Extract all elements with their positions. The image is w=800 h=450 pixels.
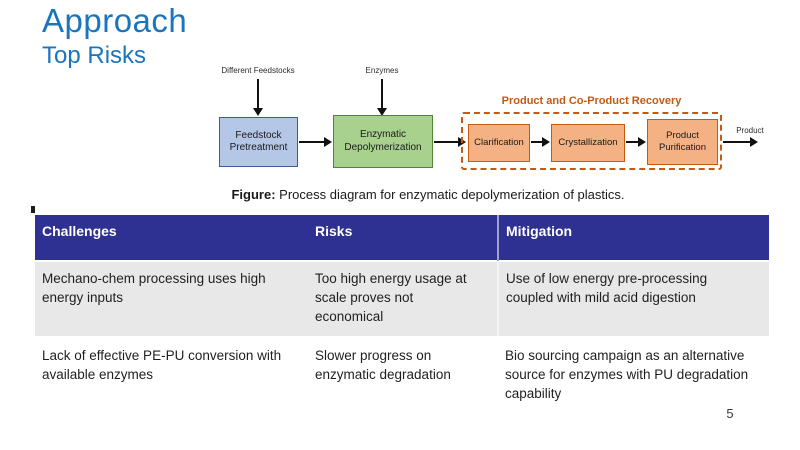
figure-caption-prefix: Figure: [231,187,276,202]
page-number: 5 [726,406,734,421]
arrow-down-enzymes-icon [377,79,387,116]
arrow-to-product-icon [723,137,758,147]
risks-table: Challenges Risks Mitigation Mechano-chem… [35,215,769,412]
figure-caption-text: Process diagram for enzymatic depolymeri… [275,187,625,202]
stray-mark [31,206,35,213]
page-subtitle: Top Risks [42,42,147,69]
cell-challenge-1: Mechano-chem processing uses high energy… [35,260,308,339]
box-feedstock-pretreatment: Feedstock Pretreatment [219,117,298,167]
table-header-row: Challenges Risks Mitigation [35,215,769,261]
arrow-crystallization-to-purification-icon [626,137,646,147]
cell-mitigation-1: Use of low energy pre-processing coupled… [497,260,769,339]
table-row: Mechano-chem processing uses high energy… [35,260,769,339]
output-label-product: Product [736,126,764,135]
cell-mitigation-2: Bio sourcing campaign as an alternative … [505,347,749,401]
table-header-challenges: Challenges [35,215,308,261]
box-crystallization: Crystallization [551,124,625,162]
table-row: Lack of effective PE-PU conversion with … [35,337,769,412]
cell-risk-2: Slower progress on enzymatic degradation [315,347,451,382]
figure-caption: Figure: Process diagram for enzymatic de… [58,187,798,202]
recovery-group-outline [461,112,722,170]
arrow-depolymerization-to-clarification-icon [434,137,466,147]
box-enzymatic-depolymerization: Enzymatic Depolymerization [333,115,433,168]
arrow-pretreatment-to-depolymerization-icon [299,137,332,147]
box-product-purification: Product Purification [647,119,718,165]
recovery-group-label: Product and Co-Product Recovery [501,95,682,107]
page-title: Approach [42,2,188,39]
box-clarification: Clarification [468,124,530,162]
table-header-mitigation: Mitigation [497,215,769,261]
cell-challenge-2: Lack of effective PE-PU conversion with … [42,347,282,382]
arrow-down-feedstocks-icon [253,79,263,116]
table-header-risks: Risks [308,215,498,261]
input-label-feedstocks: Different Feedstocks [221,66,295,75]
cell-risk-1: Too high energy usage at scale proves no… [308,260,498,339]
arrow-clarification-to-crystallization-icon [531,137,550,147]
input-label-enzymes: Enzymes [365,66,399,75]
